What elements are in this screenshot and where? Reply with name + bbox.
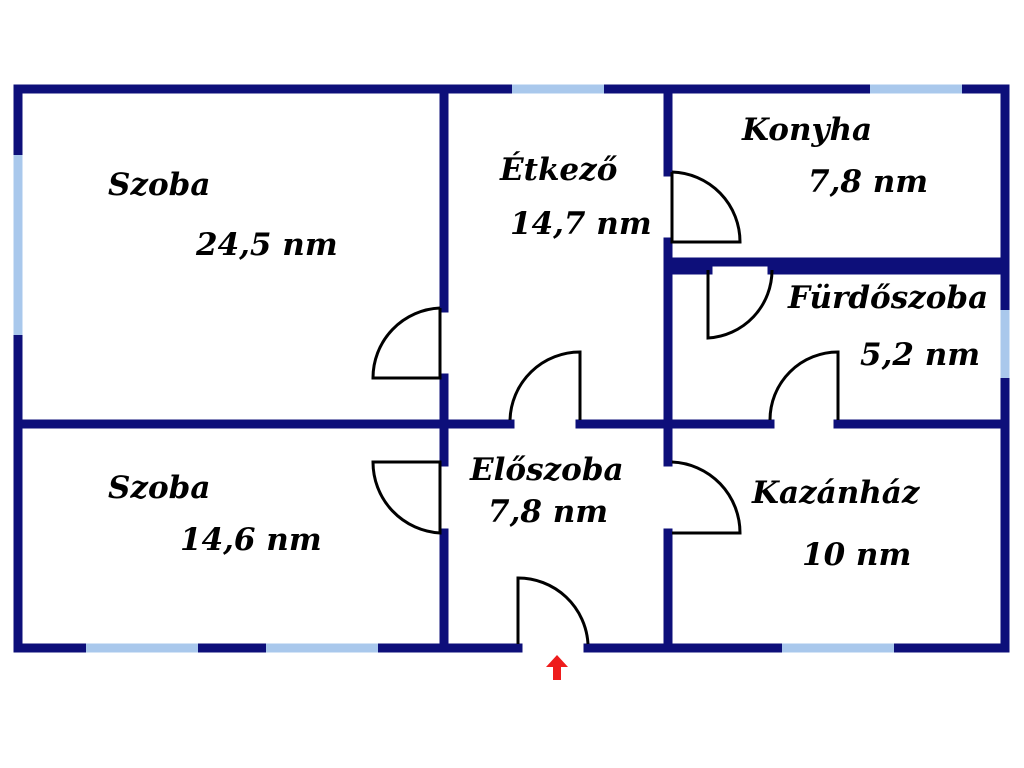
arrow-up-icon — [546, 655, 568, 680]
room-name-kazanhaz: Kazánház — [751, 475, 921, 511]
room-name-konyha: Konyha — [741, 112, 872, 148]
door-konyha-furdo — [706, 269, 774, 340]
room-area-konyha: 7,8 nm — [808, 164, 928, 200]
room-name-eloszoba: Előszoba — [469, 452, 624, 488]
door-eloszoba-kazanhaz — [671, 460, 742, 535]
room-area-szoba-nagy: 24,5 nm — [195, 227, 338, 263]
door-szoba-etkezo — [371, 306, 442, 380]
door-entrance — [516, 576, 590, 645]
room-area-kazanhaz: 10 nm — [802, 537, 911, 573]
room-name-szoba-kicsi: Szoba — [108, 470, 210, 506]
door-szoba-eloszoba — [371, 460, 442, 535]
door-etkezo-eloszoba — [508, 350, 582, 421]
room-area-eloszoba: 7,8 nm — [488, 494, 608, 530]
door-furdo-kazanhaz — [768, 350, 840, 421]
room-name-szoba-nagy: Szoba — [108, 167, 210, 203]
room-area-furdoszoba: 5,2 nm — [860, 337, 980, 373]
room-area-szoba-kicsi: 14,6 nm — [180, 522, 322, 558]
room-area-etkezo: 14,7 nm — [510, 206, 652, 242]
room-name-etkezo: Étkező — [499, 150, 618, 188]
doors — [371, 170, 840, 645]
windows — [13, 84, 1010, 653]
room-labels: Szoba 24,5 nm Étkező 14,7 nm Konyha 7,8 … — [108, 112, 988, 573]
room-name-furdoszoba: Fürdőszoba — [787, 280, 988, 316]
door-etkezo-konyha — [670, 170, 742, 244]
